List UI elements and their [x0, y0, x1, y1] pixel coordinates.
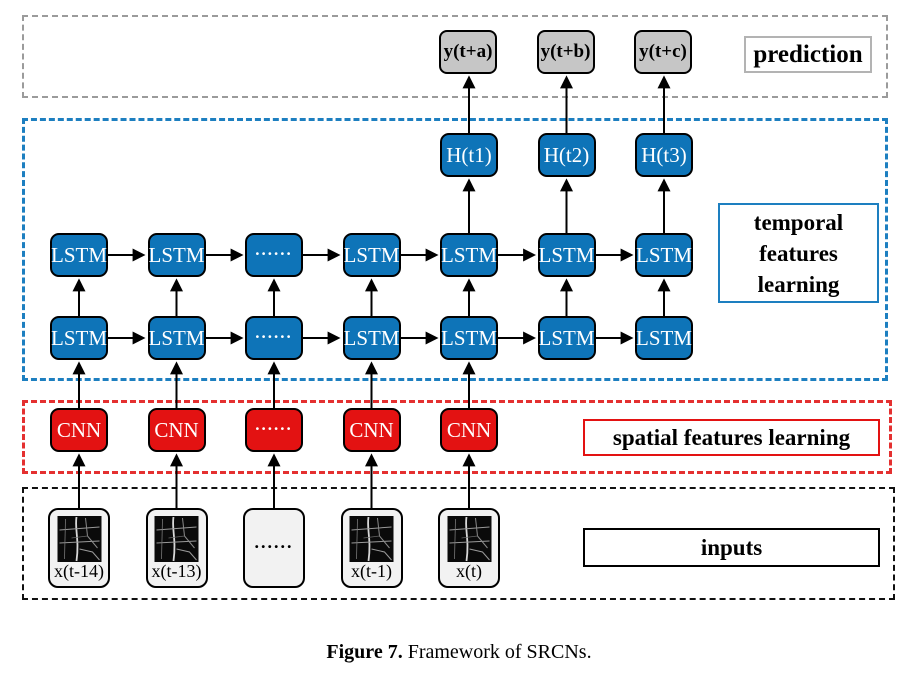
prediction-label: prediction [744, 36, 872, 73]
ellipsis-text: ...... [254, 532, 294, 553]
input-card: x(t) [438, 508, 500, 588]
prediction-output-box: y(t+c) [634, 30, 692, 74]
vertical-arrows [72, 75, 671, 508]
cnn-ellipsis-box: ...... [245, 408, 303, 452]
input-card: x(t-14) [48, 508, 110, 588]
horizontal-arrows [108, 248, 634, 345]
input-card: x(t-1) [340, 508, 403, 588]
spatial-region [22, 400, 892, 474]
lstm-box: LSTM [440, 316, 498, 360]
lstm-box: LSTM [635, 233, 693, 277]
lstm-box: LSTM [342, 233, 401, 277]
figure-caption-number: Figure 7. [326, 641, 403, 663]
road-map-thumbnail [447, 516, 491, 562]
figure-caption: Figure 7. Framework of SRCNs. [0, 641, 918, 664]
figure-caption-text: Framework of SRCNs. [402, 641, 592, 663]
lstm-ellipsis-box: ...... [245, 316, 303, 360]
prediction-region [22, 15, 888, 98]
temporal-label-line: temporal [753, 209, 844, 235]
lstm-box: LSTM [635, 316, 693, 360]
spatial-label: spatial features learning [583, 419, 880, 456]
cnn-box: CNN [342, 408, 401, 452]
ellipsis-text: ...... [255, 415, 293, 434]
temporal-region [22, 118, 888, 381]
lstm-ellipsis-box: ...... [245, 233, 303, 277]
lstm-box: LSTM [147, 316, 206, 360]
lstm-box: LSTM [440, 233, 498, 277]
cnn-box: CNN [440, 408, 498, 452]
lstm-box: LSTM [50, 233, 108, 277]
ellipsis-text: ...... [255, 323, 293, 342]
hidden-state-box: H(t1) [440, 133, 498, 177]
input-label: x(t-1) [351, 561, 392, 581]
ellipsis-text: ...... [255, 240, 293, 259]
hidden-state-box: H(t3) [635, 133, 693, 177]
prediction-output-box: y(t+a) [439, 30, 497, 74]
hidden-state-box: H(t2) [537, 133, 596, 177]
cnn-box: CNN [147, 408, 206, 452]
temporal-label-line: learning [757, 271, 840, 297]
input-card: x(t-13) [145, 508, 208, 588]
input-ellipsis-card: ...... [243, 508, 305, 588]
road-map-thumbnail [154, 516, 199, 562]
cnn-box: CNN [50, 408, 108, 452]
input-label: x(t-14) [54, 561, 104, 581]
inputs-label: inputs [583, 528, 880, 567]
temporal-label-line: features [759, 240, 838, 266]
lstm-box: LSTM [537, 233, 596, 277]
lstm-box: LSTM [50, 316, 108, 360]
input-label: x(t) [456, 561, 482, 581]
input-label: x(t-13) [151, 561, 202, 581]
lstm-box: LSTM [147, 233, 206, 277]
prediction-output-box: y(t+b) [536, 30, 595, 74]
lstm-box: LSTM [342, 316, 401, 360]
road-map-thumbnail [349, 516, 394, 562]
temporal-label: temporal features learning [718, 203, 879, 303]
road-map-thumbnail [57, 516, 101, 562]
inputs-region [22, 487, 895, 600]
lstm-box: LSTM [537, 316, 596, 360]
